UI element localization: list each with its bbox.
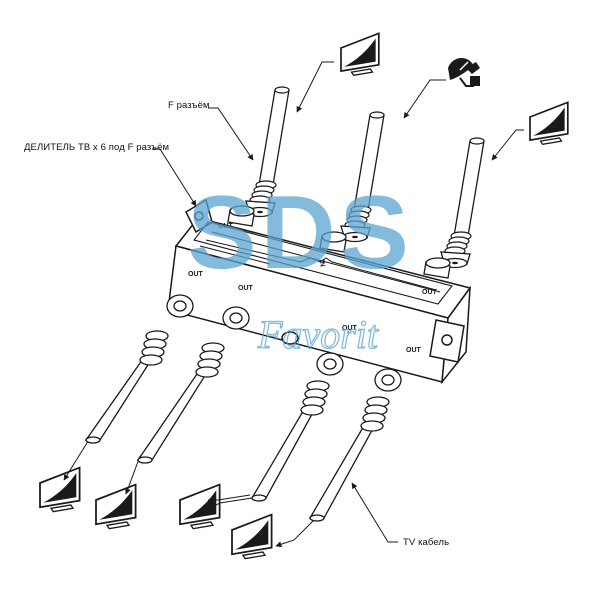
port-label-in: IN	[318, 259, 326, 267]
bottom-cables	[84, 330, 390, 522]
port-label-out-4: OUT	[422, 289, 438, 296]
cable-top-right	[440, 137, 485, 269]
port-label-out-3: OUT	[238, 285, 254, 292]
tv-icon-bottom-4	[231, 513, 273, 560]
splitter-ports-front	[166, 294, 402, 392]
tv-icon-bottom-2	[95, 483, 137, 530]
leader-lines	[63, 61, 524, 548]
port-label-out-5: OUT	[342, 325, 358, 332]
port-label-out-6: OUT	[406, 347, 422, 354]
watermark-brand: SDS	[187, 175, 413, 291]
satellite-dish-icon	[448, 57, 480, 87]
label-tv-cable: TV кабель	[403, 537, 450, 548]
tv-icon-top-right	[529, 101, 569, 146]
port-label-out-2: OUT	[188, 271, 204, 278]
label-splitter: ДЕЛИТЕЛЬ ТВ х 6 под F разъём	[24, 142, 170, 153]
tv-icon-bottom-1	[39, 466, 81, 513]
brand-watermark: SDS Favorit	[187, 175, 413, 358]
tv-icon-top-center	[340, 32, 380, 77]
port-label-out-1: OUT	[218, 223, 234, 230]
label-f-connector: F разъём	[168, 100, 210, 111]
watermark-sub: Favorit	[257, 312, 379, 357]
port-labels: OUT IN OUT OUT OUT OUT OUT	[188, 223, 438, 354]
splitter-body	[167, 198, 472, 385]
splitter-ports-top	[227, 205, 451, 279]
